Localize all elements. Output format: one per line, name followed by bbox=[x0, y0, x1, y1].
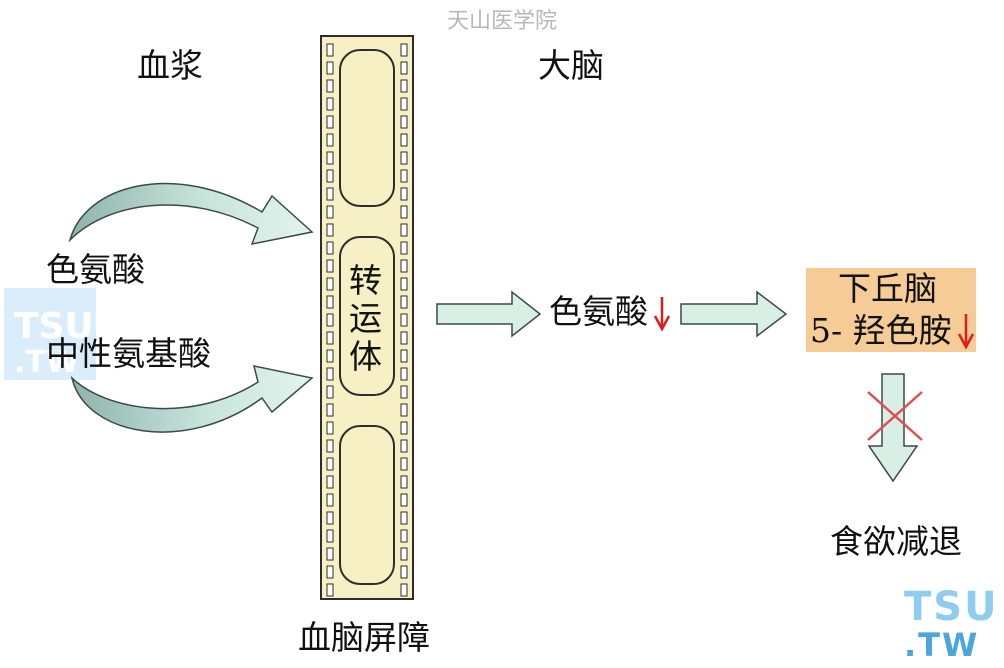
membrane-pore bbox=[326, 583, 334, 597]
label-serotonin: 5- 羟色胺 bbox=[810, 311, 952, 350]
membrane-pore bbox=[400, 151, 408, 165]
membrane-pore bbox=[400, 97, 408, 111]
membrane-pore bbox=[326, 277, 334, 291]
arrow-down-to-appetite bbox=[867, 373, 919, 483]
membrane-pore bbox=[400, 367, 408, 381]
membrane-pore bbox=[400, 583, 408, 597]
label-tryptophan-brain: 色氨酸 bbox=[549, 292, 648, 331]
logo-right-line2: .TW bbox=[904, 626, 979, 664]
membrane-pore bbox=[326, 241, 334, 255]
membrane-pore bbox=[326, 43, 334, 57]
membrane-pore bbox=[400, 421, 408, 435]
logo-right-line1: TSU bbox=[904, 584, 999, 630]
hypothalamus-box bbox=[806, 268, 976, 352]
membrane-pore bbox=[326, 493, 334, 507]
tsu-logo-right: TSU .TW bbox=[904, 584, 999, 664]
membrane-pore bbox=[326, 223, 334, 237]
membrane-pore bbox=[326, 565, 334, 579]
membrane-pore bbox=[326, 511, 334, 525]
membrane-pore bbox=[326, 331, 334, 345]
membrane-pore bbox=[326, 133, 334, 147]
label-neutral-amino-acids: 中性氨基酸 bbox=[46, 334, 211, 373]
membrane-pore bbox=[326, 97, 334, 111]
label-brain: 大脑 bbox=[538, 46, 604, 85]
membrane-pore bbox=[326, 349, 334, 363]
blood-brain-barrier bbox=[320, 35, 414, 600]
membrane-pore bbox=[400, 403, 408, 417]
membrane-pore bbox=[326, 295, 334, 309]
tsu-logo-left-text: TSU .TW bbox=[14, 306, 94, 380]
membrane-pore bbox=[400, 565, 408, 579]
membrane-pore bbox=[400, 439, 408, 453]
curved-arrow-upper bbox=[68, 182, 314, 246]
membrane-pore bbox=[326, 187, 334, 201]
label-plasma: 血浆 bbox=[137, 46, 203, 85]
membrane-pore bbox=[326, 457, 334, 471]
membrane-pore bbox=[400, 79, 408, 93]
membrane-pore bbox=[326, 475, 334, 489]
membrane-pore bbox=[326, 151, 334, 165]
label-transporter: 转运体 bbox=[349, 261, 382, 376]
membrane-pore bbox=[400, 205, 408, 219]
decrease-arrow-serotonin-icon bbox=[957, 314, 975, 350]
label-blood-brain-barrier: 血脑屏障 bbox=[298, 618, 430, 657]
arrow-membrane-to-brain bbox=[436, 290, 542, 338]
label-hypothalamus: 下丘脑 bbox=[838, 269, 937, 308]
membrane-pore bbox=[400, 259, 408, 273]
label-tryptophan-plasma: 色氨酸 bbox=[46, 250, 145, 289]
membrane-pore bbox=[326, 439, 334, 453]
membrane-pore bbox=[400, 493, 408, 507]
membrane-pore bbox=[400, 115, 408, 129]
membrane-pore bbox=[326, 403, 334, 417]
membrane-pore bbox=[400, 331, 408, 345]
membrane-pore bbox=[400, 295, 408, 309]
membrane-pore bbox=[400, 241, 408, 255]
membrane-pore bbox=[400, 187, 408, 201]
membrane-pore bbox=[400, 475, 408, 489]
logo-left-line2: .TW bbox=[14, 345, 79, 380]
transporter-chamber bbox=[339, 236, 395, 396]
membrane-pore bbox=[400, 547, 408, 561]
membrane-pore bbox=[400, 169, 408, 183]
membrane-pore bbox=[400, 457, 408, 471]
membrane-pore bbox=[400, 223, 408, 237]
membrane-chamber-top bbox=[339, 49, 395, 207]
membrane-pore bbox=[326, 61, 334, 75]
membrane-pore bbox=[326, 547, 334, 561]
logo-left-line1: TSU bbox=[14, 306, 94, 347]
membrane-pore bbox=[400, 529, 408, 543]
membrane-pore bbox=[326, 385, 334, 399]
membrane-chamber-bottom bbox=[339, 425, 395, 585]
membrane-pore bbox=[400, 385, 408, 399]
membrane-pore bbox=[326, 79, 334, 93]
membrane-pore bbox=[326, 115, 334, 129]
membrane-pore bbox=[326, 529, 334, 543]
membrane-pore bbox=[326, 367, 334, 381]
label-appetite-decrease: 食欲减退 bbox=[830, 522, 962, 561]
membrane-pore bbox=[326, 421, 334, 435]
membrane-pore bbox=[400, 133, 408, 147]
membrane-pore bbox=[400, 511, 408, 525]
membrane-pore bbox=[326, 313, 334, 327]
arrow-tryptophan-to-hypothalamus bbox=[680, 290, 788, 338]
curved-arrow-lower bbox=[70, 365, 314, 433]
membrane-pore bbox=[326, 259, 334, 273]
membrane-pore bbox=[400, 43, 408, 57]
membrane-pore bbox=[400, 61, 408, 75]
membrane-pore bbox=[326, 205, 334, 219]
membrane-pore bbox=[400, 313, 408, 327]
decrease-arrow-tryptophan-icon bbox=[653, 297, 671, 332]
cross-icon bbox=[867, 391, 923, 441]
membrane-pore bbox=[326, 169, 334, 183]
membrane-pores bbox=[326, 43, 408, 597]
tsu-logo-left bbox=[4, 288, 96, 380]
watermark-top: 天山医学院 bbox=[446, 9, 557, 34]
membrane-pore bbox=[400, 349, 408, 363]
membrane-pore bbox=[400, 277, 408, 291]
